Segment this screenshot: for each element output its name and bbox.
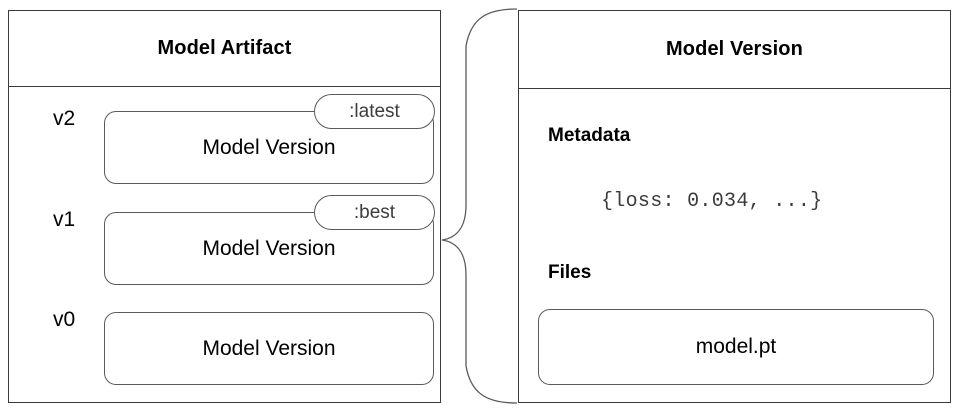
version-label-v2: v2 xyxy=(53,107,76,130)
model-version-detail-body: Metadata {loss: 0.034, ...} Files model.… xyxy=(519,89,950,402)
model-version-detail-title: Model Version xyxy=(666,38,803,60)
version-label-v0: v0 xyxy=(53,308,76,331)
model-artifact-header: Model Artifact xyxy=(9,11,440,87)
model-version-detail-header: Model Version xyxy=(519,11,950,89)
version-row-v2: v2 Model Version :latest xyxy=(9,87,440,192)
version-label-v1: v1 xyxy=(53,208,76,231)
model-artifact-panel: Model Artifact v2 Model Version :latest … xyxy=(8,10,441,403)
files-heading: Files xyxy=(548,262,592,283)
model-artifact-body: v2 Model Version :latest v1 Model Versio… xyxy=(9,87,440,402)
model-version-v0[interactable]: Model Version xyxy=(104,312,434,385)
model-version-v1-label: Model Version xyxy=(202,236,336,260)
metadata-heading: Metadata xyxy=(548,125,631,146)
file-item-model-pt-label: model.pt xyxy=(695,335,777,358)
tag-chip-best-label: :best xyxy=(353,201,396,223)
version-row-v0: v0 Model Version xyxy=(9,288,440,393)
tag-chip-latest-label: :latest xyxy=(349,100,400,122)
model-version-detail-panel: Model Version Metadata {loss: 0.034, ...… xyxy=(518,10,951,403)
metadata-value: {loss: 0.034, ...} xyxy=(601,190,823,213)
version-row-v1: v1 Model Version :best xyxy=(9,188,440,293)
tag-chip-latest[interactable]: :latest xyxy=(314,94,435,129)
model-version-v0-label: Model Version xyxy=(202,336,336,360)
model-artifact-title: Model Artifact xyxy=(157,37,292,59)
model-version-v2-label: Model Version xyxy=(202,135,336,159)
tag-chip-best[interactable]: :best xyxy=(314,195,435,230)
file-item-model-pt[interactable]: model.pt xyxy=(538,309,934,385)
